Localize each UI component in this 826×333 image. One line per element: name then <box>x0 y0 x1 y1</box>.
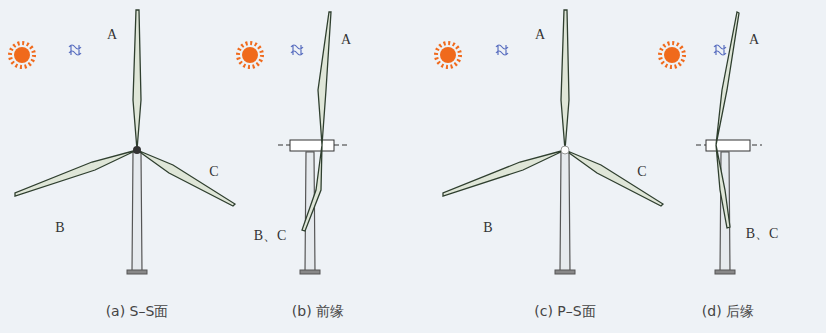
blade-label: B <box>483 220 492 235</box>
figure-caption: (c) P–S面 <box>534 304 595 319</box>
figure-caption: (a) S–S面 <box>106 304 169 319</box>
blade-label: B、C <box>254 228 287 243</box>
blade-label: A <box>749 32 759 47</box>
figure-caption: (d) 后缘 <box>702 304 754 319</box>
blade-label: C <box>637 164 646 179</box>
blade-label: A <box>341 32 351 47</box>
figure-caption: (b) 前缘 <box>292 304 344 319</box>
blade-label: A <box>535 27 545 42</box>
blade-label: B <box>55 220 64 235</box>
blade-label: A <box>107 27 117 42</box>
blade-label: C <box>209 164 218 179</box>
blade-label: B、C <box>746 226 779 241</box>
